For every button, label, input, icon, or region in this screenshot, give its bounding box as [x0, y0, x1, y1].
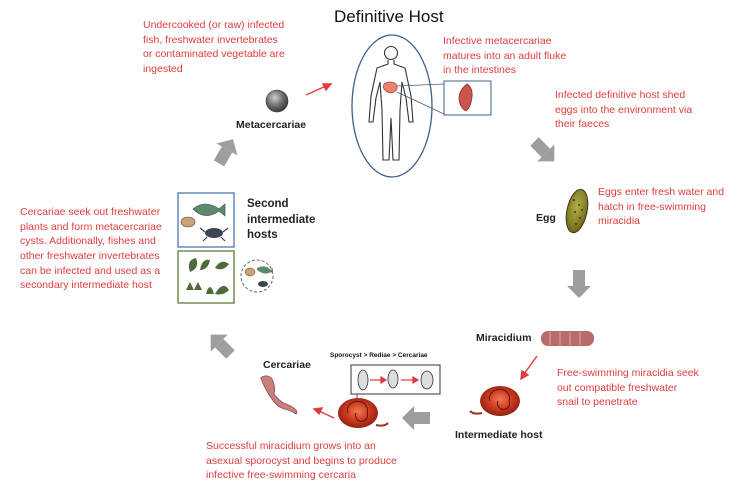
transition-arrows — [305, 83, 538, 419]
clam-icon — [180, 216, 196, 228]
plants-box — [177, 250, 274, 304]
label-cercariae: Cercariae — [263, 359, 311, 371]
miracidium-icon — [541, 331, 594, 346]
egg-icon — [565, 188, 589, 234]
sporocyst-snail-icon — [338, 392, 389, 428]
label-miracidium: Miracidium — [476, 332, 532, 344]
label-metacercariae: Metacercariae — [236, 119, 307, 131]
arrow-to-second-host — [210, 334, 235, 359]
diagram-title: Definitive Host — [334, 7, 444, 26]
cercaria-icon — [260, 375, 298, 415]
label-second-host: Second intermediate hosts — [247, 198, 316, 242]
arrow-to-egg — [530, 137, 555, 162]
arrow-to-sporocyst — [402, 406, 430, 430]
intestine-icon — [382, 81, 398, 94]
fish-icon — [192, 203, 226, 217]
larval-stages-box — [350, 364, 441, 395]
metacercariae-cyst-icon — [265, 89, 289, 113]
cycle-arrows — [210, 137, 591, 430]
adult-fluke-icon — [458, 83, 473, 112]
label-intermediate-host: Intermediate host — [455, 429, 543, 441]
crab-icon — [205, 228, 223, 238]
arrow-to-miracidium — [567, 270, 591, 298]
second-host-animals-box — [177, 192, 235, 248]
label-larval-sequence: Sporocyst > Rediae > Cercariae — [330, 352, 428, 359]
definitive-host-figure — [351, 34, 492, 178]
arrow-to-metacercariae — [213, 139, 238, 167]
label-egg: Egg — [536, 212, 556, 224]
intermediate-snail-icon — [469, 386, 520, 416]
